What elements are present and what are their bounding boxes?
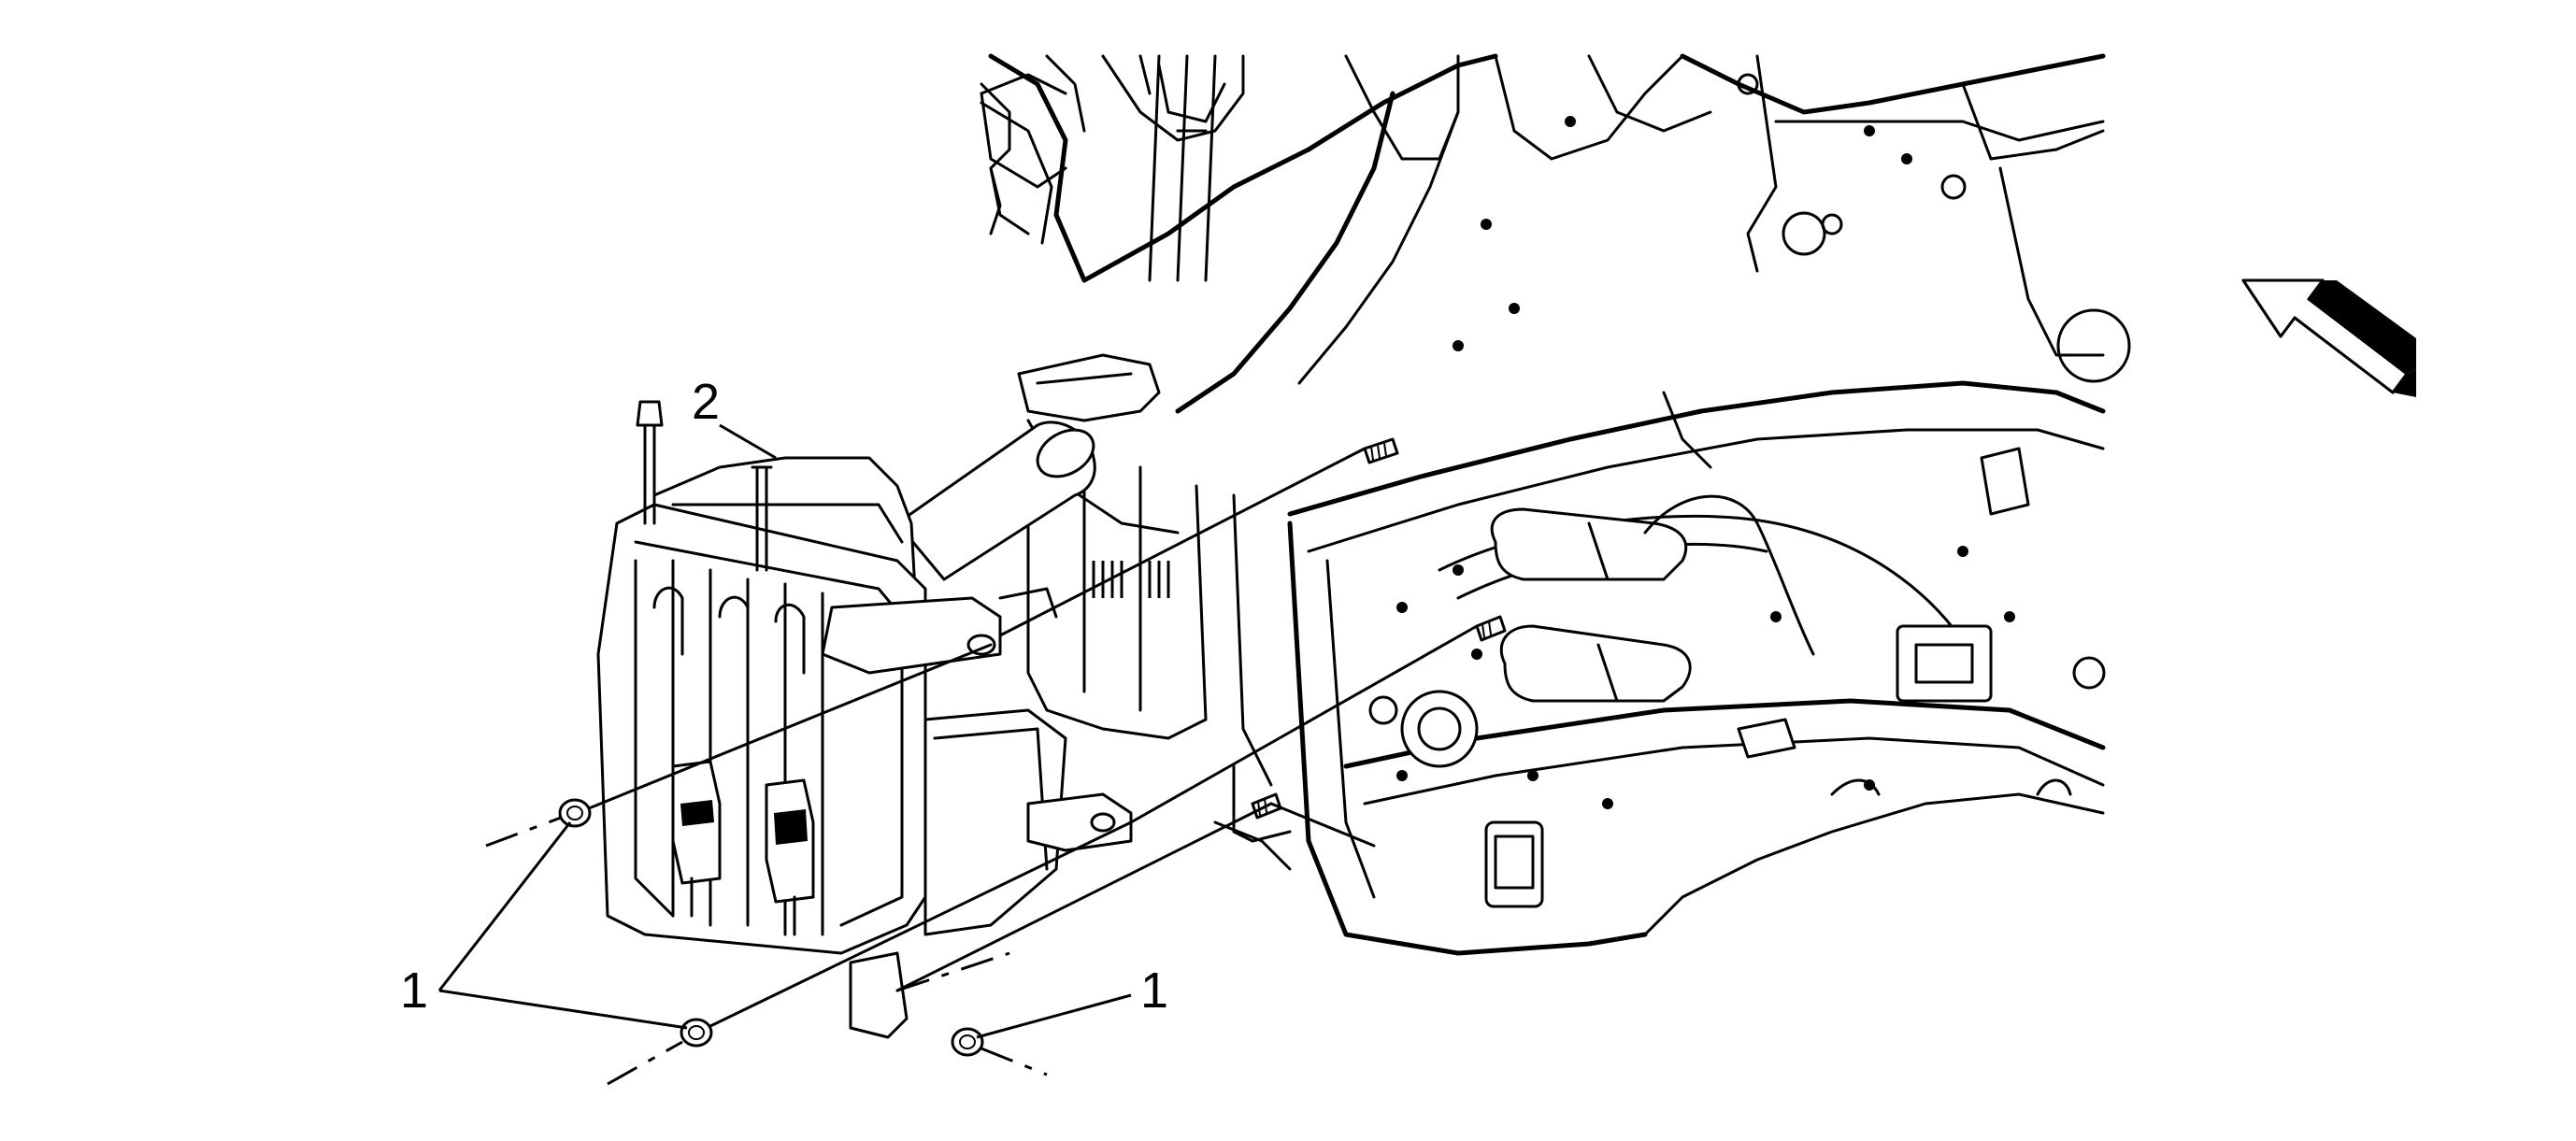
callout-2: 2	[692, 374, 777, 460]
callout-1-right-text: 1	[1140, 963, 1168, 1019]
nut-left-bottom	[680, 1018, 713, 1048]
callout-1-left: 1	[400, 821, 688, 1030]
nut-left-top	[558, 798, 592, 828]
stud-upper	[1363, 437, 1399, 464]
callout-2-text: 2	[692, 374, 720, 430]
nut-right-bottom	[951, 1027, 984, 1057]
callout-1-right: 1	[976, 963, 1168, 1039]
callout-1-left-text: 1	[400, 963, 428, 1019]
fasteners	[485, 437, 1507, 1086]
vehicle-body-structure	[980, 53, 2131, 956]
callout-labels: 2 1 1	[400, 374, 1168, 1039]
washer-fluid-reservoir	[596, 400, 1133, 1039]
view-direction-arrow-icon	[2241, 278, 2416, 397]
stud-middle	[1475, 615, 1507, 642]
